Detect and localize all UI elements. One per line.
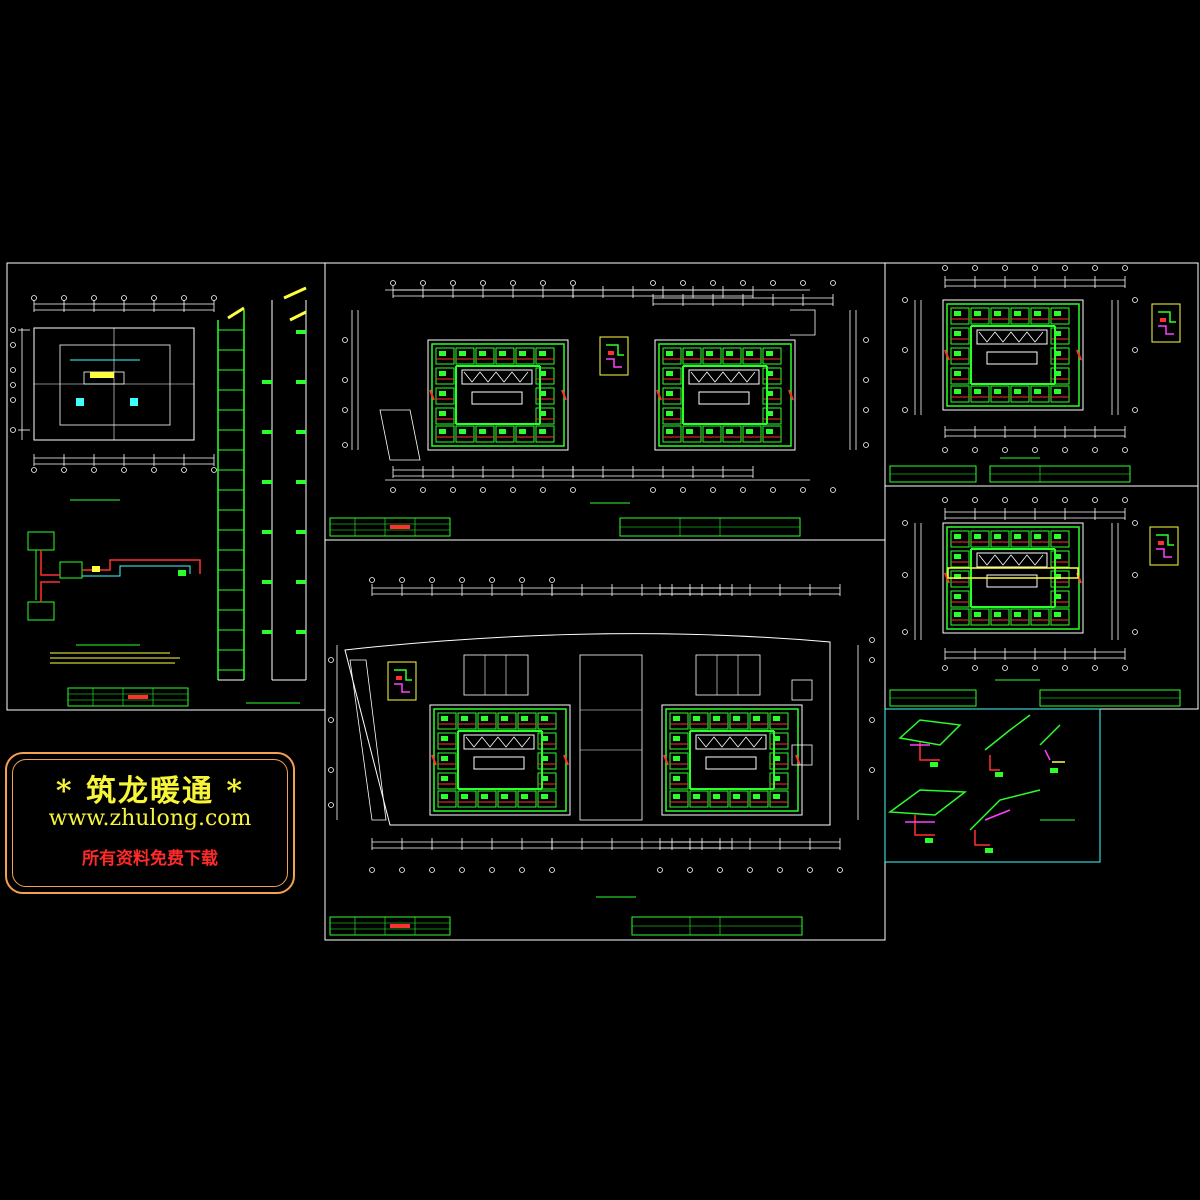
watermark-box: * 筑龙暖通 * www.zhulong.com 所有资料免费下载 (5, 752, 295, 894)
sheet-left-system (6, 262, 326, 711)
watermark-inner-border (12, 759, 288, 887)
sheet-right-top-plan (884, 262, 1199, 487)
sheet-top-center-plan (324, 262, 886, 541)
sheet-right-bottom-iso (884, 708, 1101, 863)
watermark-subtitle: 所有资料免费下载 (82, 849, 218, 869)
sheet-bottom-center-plan (324, 539, 886, 941)
watermark-title: * 筑龙暖通 * (55, 774, 245, 809)
riser-diagram (217, 286, 307, 704)
system-schematic (27, 531, 201, 664)
watermark-url: www.zhulong.com (48, 806, 252, 831)
sheet-right-middle-plan (884, 485, 1199, 710)
